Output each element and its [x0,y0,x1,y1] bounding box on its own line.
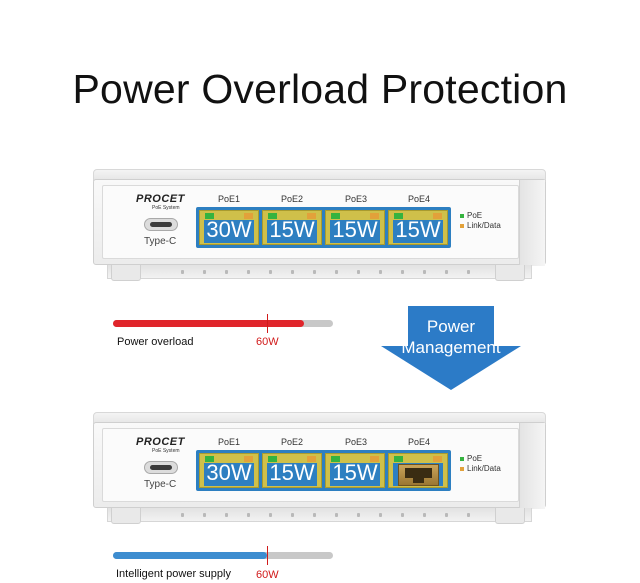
port-label-poe1: PoE1 [218,437,241,447]
poe-switch-managed: PROCET PoE System Type-C PoE1 PoE2 PoE3 … [93,412,546,524]
switch-foot [495,265,525,281]
port-label-poe3: PoE3 [345,437,368,447]
link-led-icon [370,456,379,462]
link-led-icon [433,213,442,219]
switch-side-panel [519,423,545,509]
port-poe2: 15W [262,453,322,488]
port-poe2: 15W [262,210,322,245]
overload-label: Power overload [117,336,194,348]
overload-limit-label: 60W [256,336,279,348]
port-power-value: 15W [269,460,315,485]
port-power-value: 15W [269,217,315,242]
arrow-text-line1: Power [426,317,476,336]
yellow-dot-icon [460,223,464,228]
brand-logo: PROCET [136,193,185,205]
port-poe1: 30W [199,453,259,488]
switch-base [107,508,532,522]
port-poe3: 15W [325,210,385,245]
link-led-icon [244,456,253,462]
legend-link: Link/Data [460,221,501,230]
port-label-poe2: PoE2 [281,194,304,204]
poe-led-icon [268,213,277,219]
usb-c-port-icon [144,461,178,474]
port-power-value: 15W [395,217,441,242]
port-label-poe2: PoE2 [281,437,304,447]
limit-marker [267,546,268,565]
legend-link: Link/Data [460,464,501,473]
switch-front-panel: PROCET PoE System Type-C PoE1 PoE2 PoE3 … [93,422,546,509]
overload-bar-fill [113,320,305,327]
poe-led-icon [394,456,403,462]
port-label-poe1: PoE1 [218,194,241,204]
arrow-text-line2: Management [401,338,501,357]
port-label-poe4: PoE4 [408,194,431,204]
green-dot-icon [460,213,464,218]
port-bank: 30W 15W 15W 15W [196,207,451,248]
port-poe3: 15W [325,453,385,488]
poe-switch-overloaded: PROCET PoE System Type-C PoE1 PoE2 PoE3 … [93,169,546,281]
port-label-poe3: PoE3 [345,194,368,204]
brand-logo: PROCET [136,436,185,448]
typec-label: Type-C [144,236,177,247]
smart-power-bar [113,546,333,565]
port-label-poe4: PoE4 [408,437,431,447]
link-led-icon [307,213,316,219]
link-led-icon [307,456,316,462]
link-led-icon [370,213,379,219]
port-poe4-disabled [388,453,448,488]
overload-power-bar [113,314,333,333]
switch-front-panel: PROCET PoE System Type-C PoE1 PoE2 PoE3 … [93,179,546,266]
port-power-value: 30W [206,217,252,242]
rj45-jack-icon [398,464,439,486]
poe-led-icon [205,213,214,219]
switch-foot [495,508,525,524]
port-power-value: 30W [206,460,252,485]
green-dot-icon [460,456,464,461]
port-poe1: 30W [199,210,259,245]
switch-side-panel [519,180,545,266]
switch-foot [111,508,141,524]
poe-led-icon [268,456,277,462]
usb-c-port-icon [144,218,178,231]
yellow-dot-icon [460,466,464,471]
poe-led-icon [331,213,340,219]
switch-base [107,265,532,279]
typec-label: Type-C [144,479,177,490]
port-power-value: 15W [332,460,378,485]
page-title: Power Overload Protection [72,66,568,112]
limit-marker [267,314,268,333]
smart-bar-fill [113,552,267,559]
smart-limit-label: 60W [256,569,279,581]
poe-led-icon [331,456,340,462]
legend-poe: PoE [460,454,482,463]
legend-poe: PoE [460,211,482,220]
smart-label: Intelligent power supply [116,568,231,580]
brand-subtitle: PoE System [152,205,180,211]
poe-led-icon [205,456,214,462]
down-arrow-icon [381,306,521,390]
link-led-icon [433,456,442,462]
port-poe4: 15W [388,210,448,245]
brand-subtitle: PoE System [152,448,180,454]
poe-led-icon [394,213,403,219]
link-led-icon [244,213,253,219]
port-bank: 30W 15W 15W [196,450,451,491]
port-power-value: 15W [332,217,378,242]
switch-foot [111,265,141,281]
